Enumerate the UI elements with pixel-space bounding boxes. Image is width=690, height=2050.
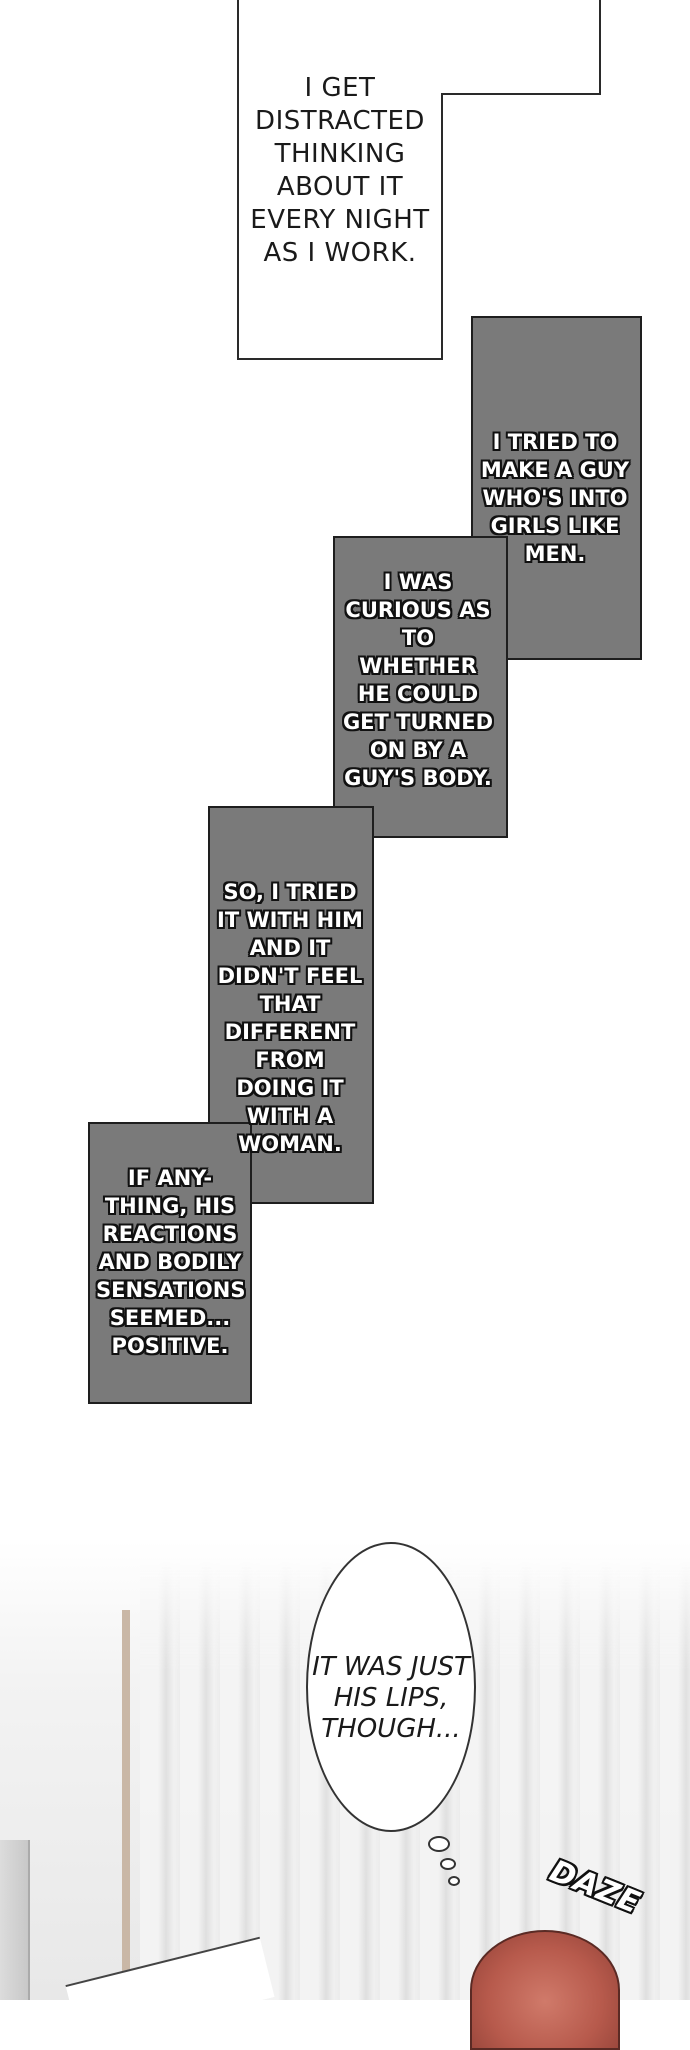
caption-text-3: I WAS CURIOUS AS TO WHETHER HE COULD GET…	[342, 570, 494, 790]
thought-bubble	[306, 1542, 476, 1832]
caption-panel-1-body	[237, 93, 443, 360]
thought-bubble-tail-dot-1	[428, 1836, 450, 1852]
thought-bubble-tail-dot-2	[440, 1858, 456, 1870]
caption-panel-5	[88, 1122, 252, 1404]
caption-text-1: I GET DISTRACTED THINKING ABOUT IT EVERY…	[250, 73, 430, 268]
thought-bubble-text: IT WAS JUST HIS LIPS, THOUGH...	[312, 1652, 470, 1744]
caption-text-5: IF ANY-THING, HIS REACTIONS AND BODILY S…	[96, 1166, 246, 1358]
lamp	[0, 1840, 30, 2000]
caption-panel-1-join	[239, 90, 441, 96]
caption-text-4: SO, I TRIED IT WITH HIM AND IT DIDN'T FE…	[217, 880, 363, 1156]
window-frame	[122, 1610, 130, 2000]
caption-text-2: I TRIED TO MAKE A GUY WHO'S INTO GIRLS L…	[480, 430, 630, 566]
caption-panel-1-top	[237, 0, 601, 95]
character-hair	[470, 1930, 620, 2050]
caption-panel-3	[333, 536, 508, 838]
thought-bubble-tail-dot-3	[448, 1876, 460, 1886]
